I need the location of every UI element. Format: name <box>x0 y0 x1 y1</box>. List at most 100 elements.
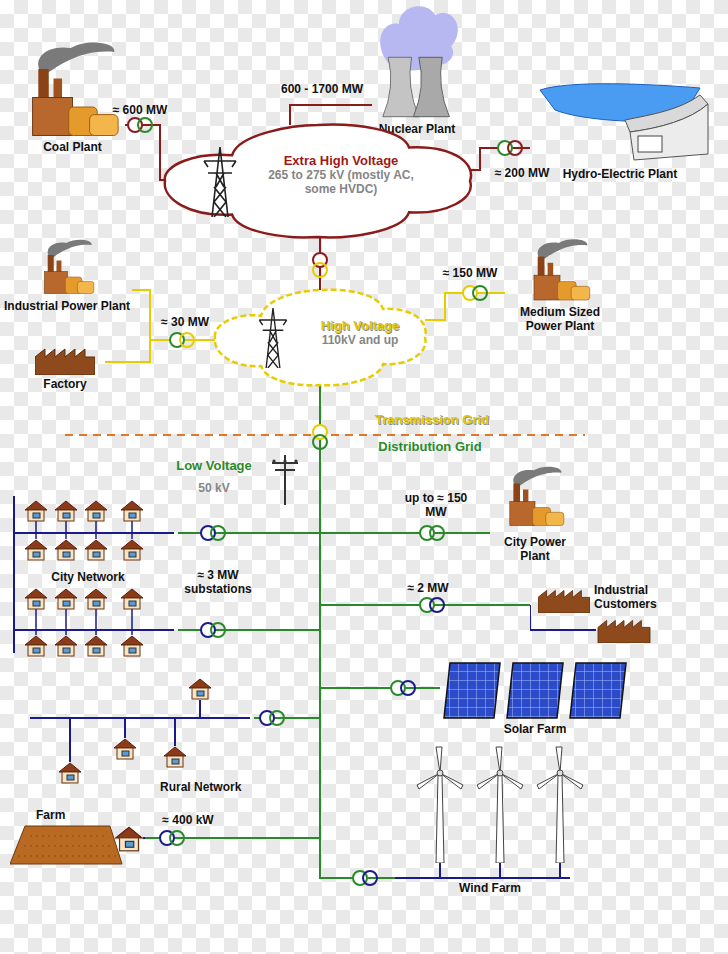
wind-bus <box>395 863 570 878</box>
transformer-coil <box>363 871 377 885</box>
transformer-coil <box>473 286 487 300</box>
power-rating: up to ≈ 150 MW <box>401 491 471 519</box>
medium-plant-icon <box>529 235 591 303</box>
plant-node: City Power Plant <box>490 458 580 567</box>
plant-node: Solar Farm <box>440 662 630 740</box>
nuclear-plant-icon <box>372 0 462 120</box>
plant-icon <box>33 43 119 136</box>
house-icon <box>25 501 47 521</box>
plant-node: Hydro-Electric Plant <box>530 80 710 185</box>
plant-node: Wind Farm <box>395 745 589 899</box>
plant-node: Nuclear Plant <box>372 0 462 140</box>
power-line <box>105 340 215 362</box>
cloud-shape <box>215 290 426 386</box>
house-icon <box>121 540 143 560</box>
power-line <box>320 385 395 878</box>
wind-turbine <box>477 747 523 863</box>
industrial-plant-icon <box>40 235 95 297</box>
pylon-icon <box>255 308 291 368</box>
pylon-icon <box>200 147 240 217</box>
transformer-coil <box>138 118 152 132</box>
transformer-coil <box>180 333 194 347</box>
section-label: Transmission Grid <box>375 412 489 427</box>
transformer-coil <box>313 435 327 449</box>
power-rating: ≈ 30 MW <box>161 315 209 329</box>
node-label: High Voltage <box>305 318 415 333</box>
section-label: 50 kV <box>198 481 229 495</box>
city-plant-icon <box>505 458 565 533</box>
transformer-coil <box>430 598 444 612</box>
node-label: Solar Farm <box>504 722 567 736</box>
section-label: Low Voltage <box>176 458 252 473</box>
power-rating: ≈ 400 kW <box>162 813 213 827</box>
house-icon <box>85 589 107 609</box>
power-rating: ≈ 3 MW substations <box>178 568 258 596</box>
power-rating: ≈ 200 MW <box>495 166 550 180</box>
plant-node: Industrial Power Plant <box>2 235 132 317</box>
pylon <box>204 147 236 217</box>
text-block: Rural Network <box>160 780 250 794</box>
house-icon <box>55 501 77 521</box>
transformer-coil <box>211 526 225 540</box>
wind-turbine <box>537 747 583 863</box>
power-line <box>125 125 165 180</box>
insulator <box>283 459 286 462</box>
power-line <box>178 385 320 630</box>
insulator <box>272 459 275 462</box>
house-icon <box>164 747 186 767</box>
plant-node: High Voltage110kV and up <box>215 290 425 385</box>
power-rating: ≈ 600 MW <box>113 103 168 117</box>
wind-turbine <box>417 747 463 863</box>
solar-panel <box>444 663 500 718</box>
pole-frame <box>272 455 298 505</box>
rural-bus <box>30 700 250 762</box>
power-rating: ≈ 2 MW <box>407 581 448 595</box>
text-block: Farm <box>36 808 86 822</box>
plant-node: Factory <box>25 345 105 395</box>
text-block: Extra High Voltage265 to 275 kV (mostly … <box>263 153 419 197</box>
transformers <box>128 118 522 885</box>
node-label: City Power Plant <box>495 535 575 563</box>
power-rating: ≈ 150 MW <box>443 266 498 280</box>
node-label: Wind Farm <box>395 881 585 895</box>
utility-pole <box>272 455 298 505</box>
transformer-coil <box>211 623 225 637</box>
house-icon <box>25 540 47 560</box>
plant-node: Coal Plant <box>20 38 125 158</box>
house-icon <box>25 636 47 656</box>
text-block: Wind Farm <box>395 881 585 895</box>
dam-icon <box>540 84 708 160</box>
plant-node: Rural Network <box>25 672 254 802</box>
cloud-shape <box>165 125 471 238</box>
house-icon <box>121 589 143 609</box>
house-icon <box>85 501 107 521</box>
plant-node: Farm <box>10 808 145 866</box>
service-line <box>131 521 133 635</box>
coal-plant-icon <box>25 38 120 138</box>
house-icon <box>55 636 77 656</box>
pylon <box>259 308 286 368</box>
factory-icon <box>35 345 95 375</box>
house-icon <box>55 540 77 560</box>
factory-icon <box>598 620 650 643</box>
house-icon <box>59 763 81 783</box>
transformer-coil <box>401 681 415 695</box>
node-label: Industrial Power Plant <box>4 299 130 313</box>
transformer-coil <box>508 141 522 155</box>
transformer-coil <box>270 711 284 725</box>
service-line <box>143 837 145 839</box>
house-icon <box>121 636 143 656</box>
power-line <box>320 385 440 688</box>
node-label: Industrial Customers <box>594 583 666 611</box>
plant-node: Industrial Customers <box>530 583 670 645</box>
plant-icon <box>44 240 94 294</box>
house-icon <box>55 589 77 609</box>
power-line <box>290 105 372 125</box>
section-label: Distribution Grid <box>378 439 481 454</box>
field-rows <box>18 836 116 856</box>
node-label: Factory <box>43 377 86 391</box>
node-label: Medium Sized Power Plant <box>510 305 610 333</box>
power-line <box>320 385 490 533</box>
node-label: 265 to 275 kV (mostly AC, some HVDC) <box>263 168 419 196</box>
house-icon <box>114 739 136 759</box>
